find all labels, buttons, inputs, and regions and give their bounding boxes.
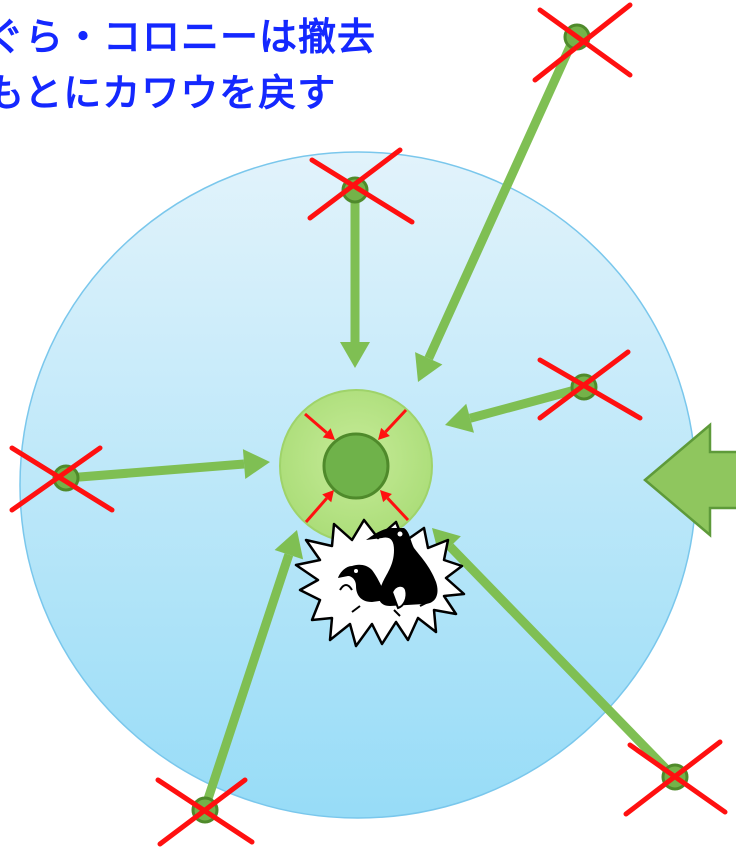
- red-arrowhead: [322, 490, 334, 503]
- red-arrow-bottom-right: [386, 497, 410, 522]
- adult-cormorant: [366, 528, 438, 606]
- converging-red-arrows: [304, 408, 410, 523]
- adult-cormorant-eye: [397, 531, 403, 537]
- green-arrowhead: [340, 342, 370, 368]
- arrow-from-bottom-right: [446, 543, 676, 779]
- chick-cormorant-eye: [354, 569, 358, 573]
- red-cross-mark: [307, 147, 415, 225]
- central-colony: [279, 389, 433, 543]
- arrow-from-right: [468, 385, 577, 423]
- red-arrowhead: [378, 427, 390, 440]
- red-cross-mark: [9, 445, 115, 513]
- green-arrowhead: [445, 403, 475, 433]
- central-colony-core: [322, 432, 390, 500]
- red-cross-mark: [623, 739, 728, 817]
- title-line-1: ぐら・コロニーは撤去: [0, 15, 377, 59]
- nest-twigs: [294, 518, 466, 648]
- red-cross-mark: [155, 777, 255, 847]
- arrow-from-bottom-left: [200, 553, 294, 810]
- green-arrowhead: [415, 352, 443, 382]
- red-arrow-bottom-left: [304, 497, 328, 523]
- red-arrow-top-left: [304, 412, 328, 434]
- cormorant-nest-icon: [294, 518, 466, 648]
- green-arrowhead: [242, 449, 270, 479]
- return-arrows: [66, 38, 676, 810]
- red-cross-marks: [9, 2, 728, 847]
- red-arrowhead: [380, 490, 392, 503]
- red-cross-mark: [537, 349, 643, 421]
- big-left-arrow-icon: [643, 422, 736, 538]
- green-arrowhead: [274, 530, 304, 560]
- red-arrow-top-right: [384, 408, 408, 433]
- arrow-from-left: [66, 459, 245, 483]
- red-arrowhead: [322, 428, 335, 440]
- title-line-2: もとにカワウを戻す: [0, 71, 337, 115]
- chick-cormorant: [390, 584, 408, 610]
- arrow-from-top-right: [424, 38, 578, 361]
- chick-cormorant: [338, 564, 386, 602]
- red-cross-mark: [532, 2, 633, 83]
